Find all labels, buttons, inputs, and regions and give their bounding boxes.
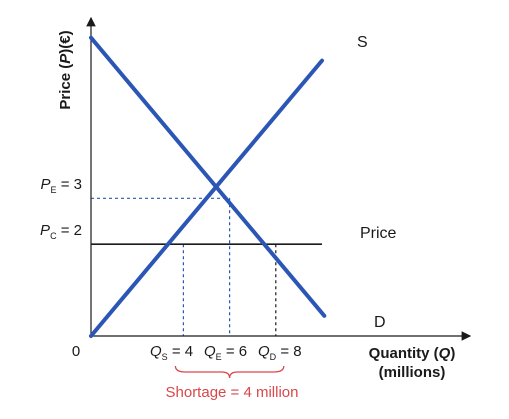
x-axis-unit: (millions)	[379, 364, 446, 381]
supply-curve	[89, 58, 324, 338]
series-layer	[89, 35, 327, 338]
qe-label: QE = 6	[204, 343, 247, 362]
qs-label: QS = 4	[150, 343, 193, 362]
reference-lines	[91, 197, 277, 336]
axes	[86, 16, 472, 341]
origin-label: 0	[72, 343, 80, 360]
supply-label: S	[357, 34, 368, 51]
demand-label: D	[374, 314, 386, 331]
demand-curve	[89, 35, 327, 318]
y-axis-label: Price (P)(€)	[57, 30, 74, 109]
qd-label: QD = 8	[258, 343, 302, 362]
x-axis-label: Quantity (Q)	[369, 345, 456, 362]
shortage-annotation: Shortage = 4 million	[166, 384, 299, 401]
shortage-brace	[174, 365, 285, 379]
pc-label: PC = 2	[40, 222, 82, 241]
pe-label: PE = 3	[41, 176, 82, 195]
price-line-label: Price	[360, 225, 397, 242]
